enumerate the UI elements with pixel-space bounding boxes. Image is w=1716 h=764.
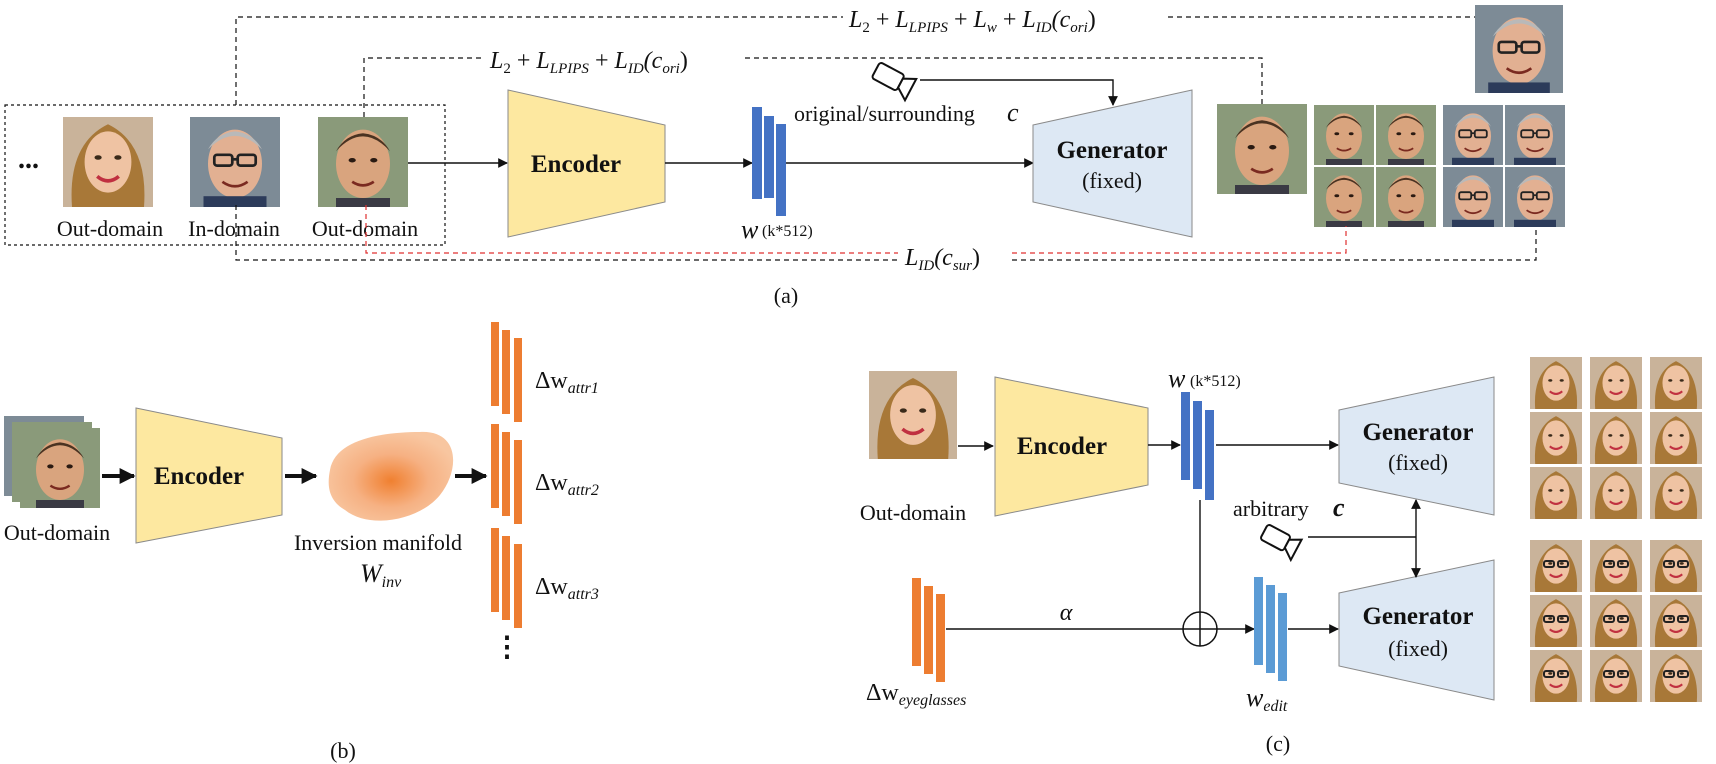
camera-icon bbox=[871, 62, 918, 103]
b-encoder-block bbox=[135, 407, 283, 544]
input-face-in-domain bbox=[188, 115, 282, 209]
latent-w-bars bbox=[752, 107, 786, 216]
delta-bars-attr2 bbox=[491, 424, 522, 524]
svg-text:L2 + LLPIPS + Lw + LID(cori): L2 + LLPIPS + Lw + LID(cori) bbox=[848, 7, 1096, 36]
input-ellipsis: ... bbox=[18, 144, 39, 175]
loss-top-formula: L2 + LLPIPS + Lw + LID(cori) bbox=[848, 7, 1096, 36]
c-delta-eyeglasses-label: Δweyeglasses bbox=[866, 680, 966, 709]
loss-top-line-left bbox=[235, 16, 843, 105]
caption-c: (c) bbox=[1266, 731, 1290, 756]
c-encoder-label: Encoder bbox=[1017, 433, 1107, 460]
b-encoder-label: Encoder bbox=[154, 463, 244, 490]
output-face-in-domain-reference bbox=[1473, 3, 1565, 95]
generator-label: Generator bbox=[1056, 137, 1167, 164]
delta-label-attr2: Δwattr2 bbox=[535, 470, 599, 499]
c-latent-w-dims: (k*512) bbox=[1190, 373, 1241, 390]
c-plus-operator bbox=[1182, 611, 1218, 647]
latent-w-label: w bbox=[741, 215, 759, 244]
input-group-box bbox=[4, 104, 446, 246]
encoder-label: Encoder bbox=[531, 151, 621, 178]
c-alpha-label: α bbox=[1060, 600, 1073, 626]
loss-mid-line-right bbox=[745, 57, 1263, 104]
delta-bars-attr1 bbox=[491, 322, 522, 422]
c-camera-icon bbox=[1260, 524, 1304, 563]
c-camera-label: arbitrary bbox=[1233, 496, 1309, 521]
camera-label: original/surrounding bbox=[794, 101, 975, 126]
input-face-out-domain-1 bbox=[61, 115, 155, 209]
input-label-out-domain-1: Out-domain bbox=[57, 216, 163, 241]
loss-mid-formula: L2 + LLPIPS + LID(cori) bbox=[489, 48, 688, 77]
input-stack-out-domain bbox=[2, 414, 102, 510]
c-w-edit-label: wedit bbox=[1246, 683, 1288, 715]
c-latent-w-bars bbox=[1181, 392, 1214, 500]
c-latent-w-label: w bbox=[1168, 364, 1186, 393]
svg-text:LID(csur): LID(csur) bbox=[904, 245, 980, 274]
panel-b: Out-domain Encoder Inversion manifold Wi… bbox=[2, 322, 599, 763]
c-input-label: Out-domain bbox=[860, 500, 966, 525]
manifold-label: Inversion manifold bbox=[294, 530, 462, 555]
latent-w-dims: (k*512) bbox=[762, 223, 813, 240]
loss-bottom-line-black-left bbox=[235, 205, 898, 261]
c-generator-bottom-sub: (fixed) bbox=[1388, 636, 1448, 661]
c-output-grid-original bbox=[1528, 355, 1704, 521]
input-face-out-domain-2 bbox=[316, 115, 410, 209]
c-encoder-block bbox=[994, 376, 1149, 517]
loss-bottom-formula: LID(csur) bbox=[904, 245, 980, 274]
c-input-face-woman bbox=[867, 369, 959, 461]
arrow-camera-generator bbox=[920, 79, 1118, 106]
b-input-label: Out-domain bbox=[4, 520, 110, 545]
output-grid-out-domain bbox=[1313, 104, 1437, 228]
encoder-block bbox=[507, 89, 666, 238]
manifold-symbol: Winv bbox=[360, 559, 402, 591]
panel-a: ... Out-domain In-domain Out-domain Enco… bbox=[4, 3, 1566, 308]
c-delta-eyeglasses-bars bbox=[912, 578, 945, 682]
c-generator-top-label: Generator bbox=[1362, 419, 1473, 446]
output-grid-in-domain bbox=[1442, 104, 1566, 228]
delta-ellipsis: ⋮ bbox=[493, 632, 521, 663]
generator-block bbox=[1032, 89, 1193, 238]
loss-bottom-line-red-left bbox=[365, 205, 898, 254]
loss-mid-line-left bbox=[363, 57, 484, 117]
svg-text:L2 + LLPIPS + LID(cori): L2 + LLPIPS + LID(cori) bbox=[489, 48, 688, 77]
generator-sub: (fixed) bbox=[1082, 168, 1142, 193]
c-generator-top-block bbox=[1338, 376, 1495, 516]
c-output-grid-edited bbox=[1528, 538, 1704, 704]
c-generator-bottom-label: Generator bbox=[1362, 603, 1473, 630]
delta-label-attr3: Δwattr3 bbox=[535, 574, 599, 603]
c-camera-symbol: c bbox=[1333, 493, 1345, 522]
panel-c: Out-domain Encoder w (k*512) Generator (… bbox=[860, 355, 1704, 756]
output-face-original bbox=[1215, 102, 1309, 196]
input-label-out-domain-2: Out-domain bbox=[312, 216, 418, 241]
camera-symbol: c bbox=[1007, 98, 1019, 127]
loss-bottom-line-red-right bbox=[1012, 226, 1347, 254]
caption-a: (a) bbox=[774, 283, 798, 308]
inversion-manifold-blob bbox=[328, 431, 454, 521]
c-w-edit-bars bbox=[1254, 577, 1287, 681]
loss-bottom-line-black-right bbox=[1012, 226, 1537, 261]
c-generator-bottom-block bbox=[1338, 559, 1495, 701]
delta-bars-attr3 bbox=[491, 528, 522, 628]
caption-b: (b) bbox=[330, 738, 356, 763]
input-label-in-domain: In-domain bbox=[188, 216, 280, 241]
c-generator-top-sub: (fixed) bbox=[1388, 450, 1448, 475]
delta-label-attr1: Δwattr1 bbox=[535, 368, 599, 397]
